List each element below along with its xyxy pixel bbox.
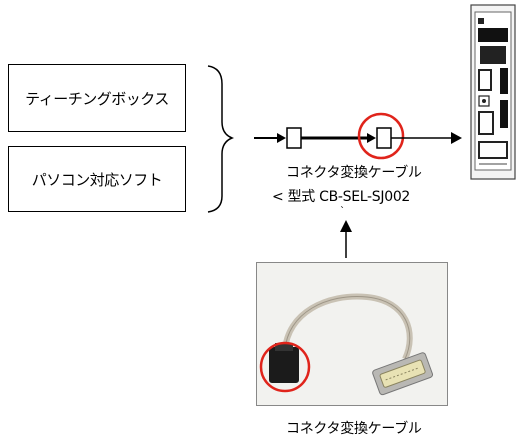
photo-arrow-head	[340, 220, 352, 232]
grouping-brace	[207, 65, 235, 213]
cable-connector-right	[376, 127, 392, 149]
cable-connector-left	[286, 127, 302, 149]
teaching-box-text: ティーチングボックス	[25, 89, 169, 108]
photo-caption: コネクタ変換ケーブル	[286, 421, 422, 437]
model-tick-mark: `	[340, 206, 345, 217]
output-arrow-head	[451, 132, 462, 144]
teaching-box-label: ティーチングボックス	[8, 64, 186, 132]
pc-software-label: パソコン対応ソフト	[8, 146, 186, 212]
cable-arrow-head	[367, 133, 376, 143]
input-arrow-head	[277, 133, 286, 143]
controller-image	[470, 4, 516, 180]
pc-software-text: パソコン対応ソフト	[31, 170, 163, 189]
cable-photo-drawing	[257, 263, 447, 405]
cable-photo	[256, 262, 448, 406]
highlight-circle-top	[357, 112, 405, 160]
cable-model-label: < 型式 CB-SEL-SJ002	[272, 189, 411, 205]
cable-name-label: コネクタ変換ケーブル	[286, 165, 422, 181]
